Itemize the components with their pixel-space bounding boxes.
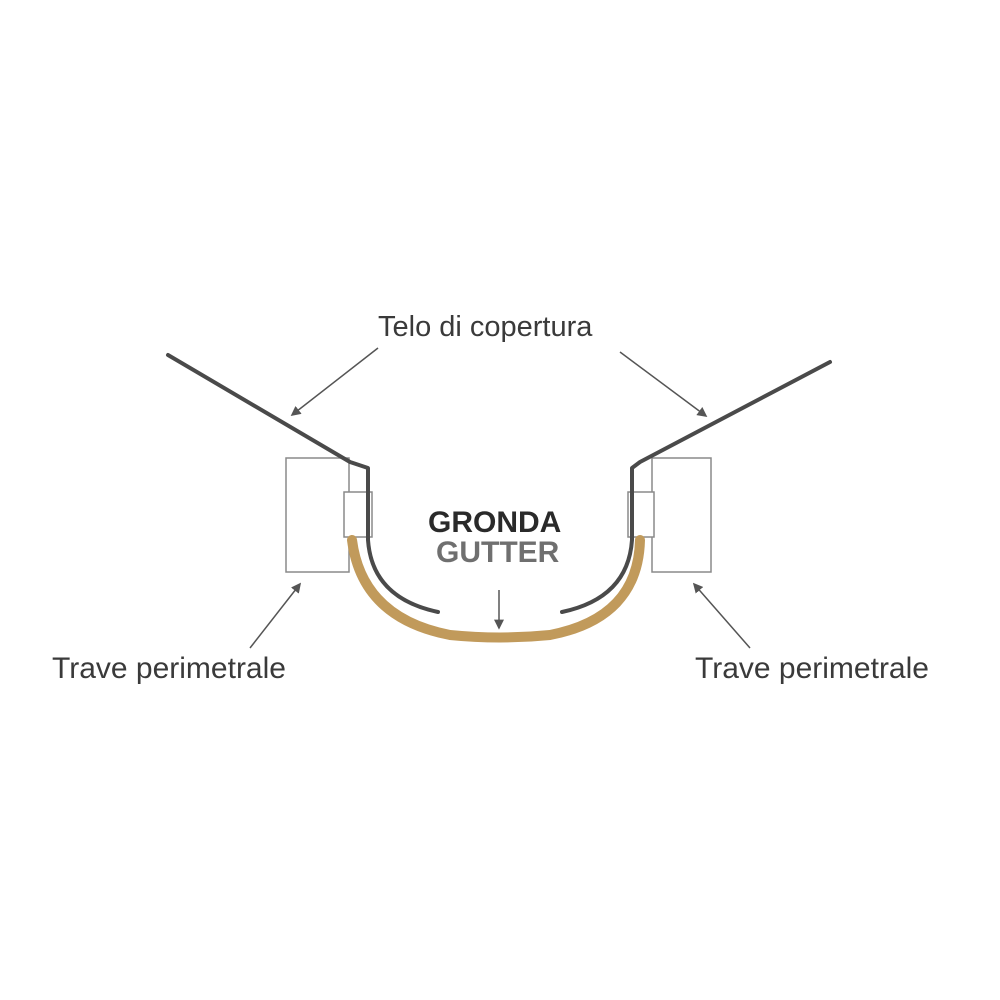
perimeter-beam-label-left: Trave perimetrale — [52, 652, 286, 685]
cover-sheet-left — [166, 353, 440, 614]
gutter-label-english: GUTTER — [436, 536, 560, 569]
perimeter-beam-label-right: Trave perimetrale — [695, 652, 929, 685]
cover-sheet-right — [560, 360, 832, 614]
gutter-label-italian: GRONDA — [428, 506, 562, 539]
arrow-beam-left — [249, 582, 302, 649]
perimeter-beam-left — [285, 457, 350, 573]
arrow-cover-left — [290, 347, 379, 417]
cover-sheet-label: Telo di copertura — [378, 311, 593, 343]
arrow-beam-right — [692, 582, 751, 649]
perimeter-beam-right — [651, 457, 712, 573]
gutter-channel — [347, 535, 645, 643]
arrow-cover-right — [619, 351, 708, 417]
